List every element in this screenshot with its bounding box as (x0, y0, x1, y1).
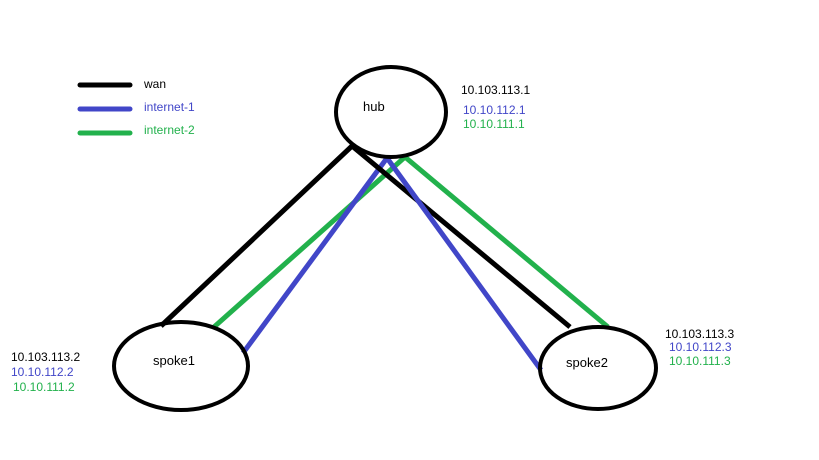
spoke1-internet-1-ip: 10.10.112.2 (11, 365, 74, 379)
spoke2-internet-1-ip: 10.10.112.3 (669, 340, 732, 354)
link-hub-spoke1-internet-2 (212, 155, 407, 329)
link-hub-spoke2-internet-2 (403, 155, 610, 329)
hub-internet-2-ip: 10.10.111.1 (463, 117, 525, 131)
hub-name: hub (363, 99, 385, 114)
legend-label-wan: wan (144, 77, 167, 91)
legend-label-internet-1: internet-1 (144, 100, 195, 114)
link-hub-spoke1-internet-1 (240, 156, 390, 355)
node-hub (334, 65, 448, 159)
link-hub-spoke2-wan (350, 144, 572, 329)
spoke1-name: spoke1 (153, 353, 195, 368)
legend-label-internet-2: internet-2 (144, 123, 195, 137)
spoke2-internet-2-ip: 10.10.111.3 (669, 354, 731, 368)
hub-wan-ip: 10.103.113.1 (461, 83, 531, 97)
spoke2-name: spoke2 (566, 355, 608, 370)
node-spoke1 (112, 320, 250, 412)
node-spoke2 (538, 325, 658, 411)
spoke1-internet-2-ip: 10.10.111.2 (13, 380, 75, 394)
spoke2-wan-ip: 10.103.113.3 (665, 327, 735, 341)
spoke1-wan-ip: 10.103.113.2 (11, 350, 81, 364)
link-hub-spoke1-wan (159, 144, 354, 328)
hub-internet-1-ip: 10.10.112.1 (463, 103, 526, 117)
link-hub-spoke2-internet-1 (384, 156, 544, 372)
